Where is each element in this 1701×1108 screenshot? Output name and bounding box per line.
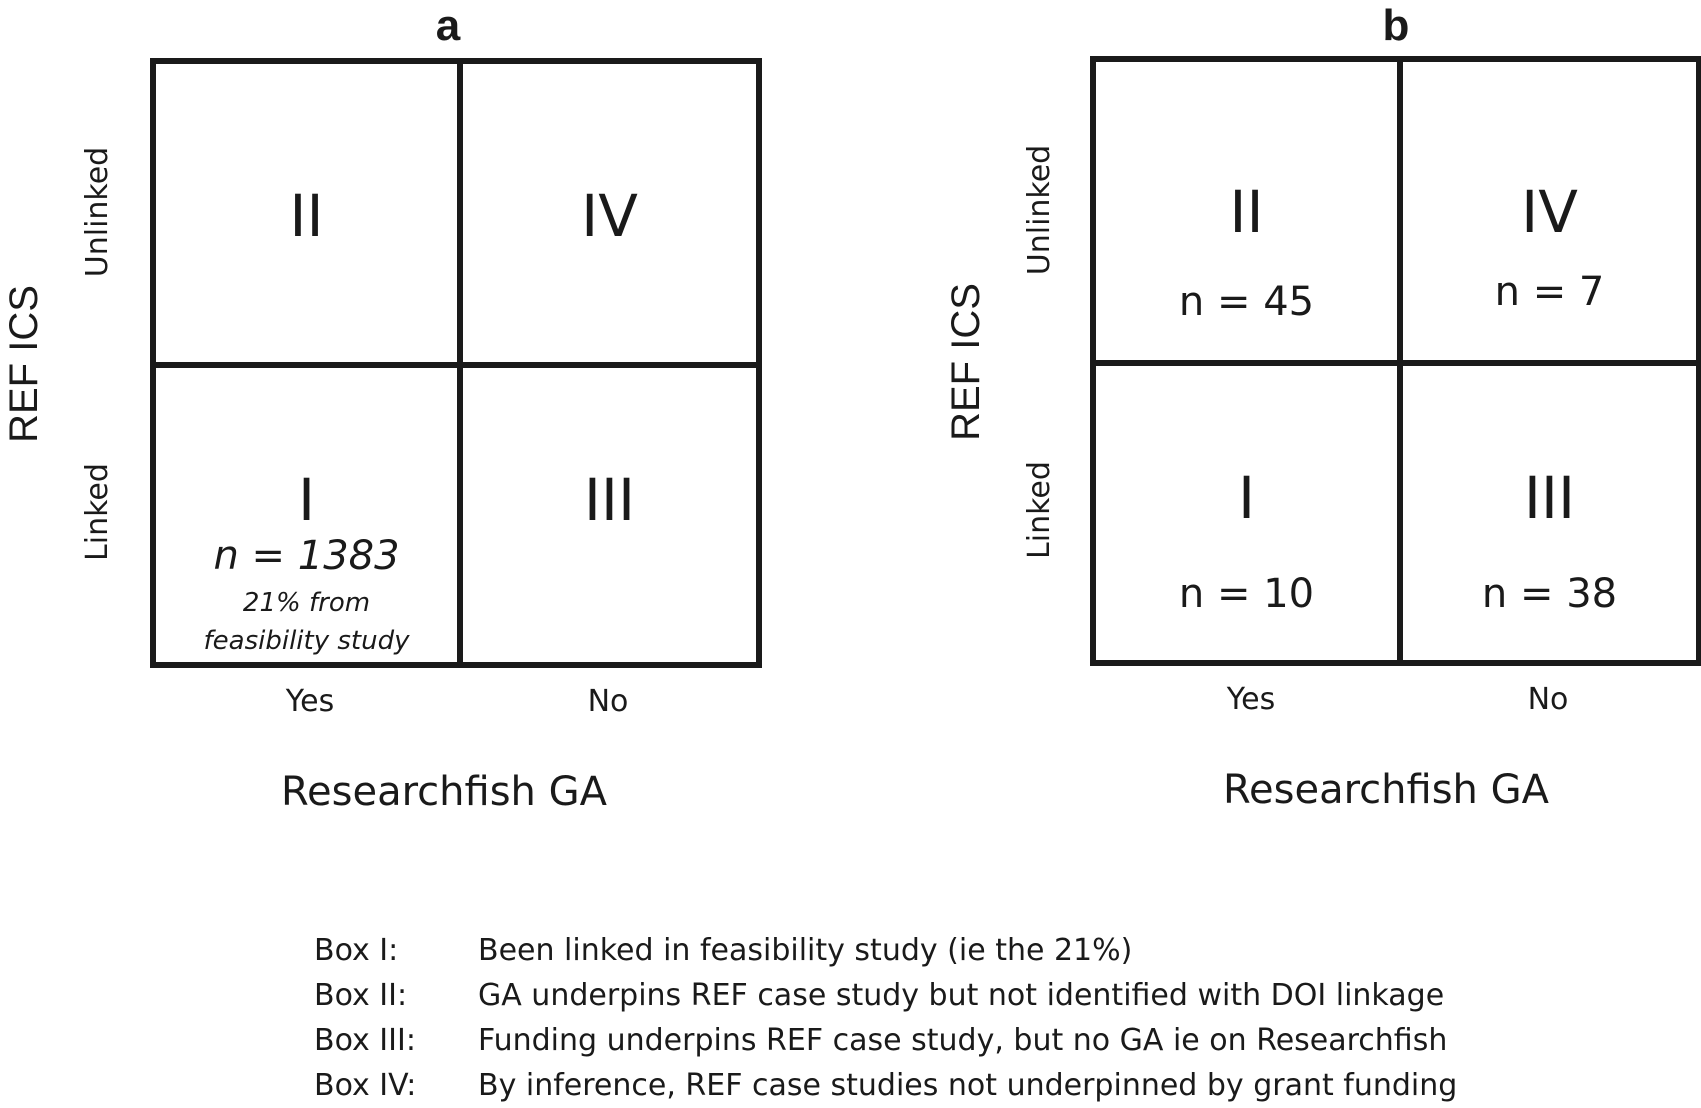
box-iii-label: III xyxy=(583,466,636,534)
panel-b: b REF ICS Unlinked Linked II n = 45 IV n… xyxy=(940,0,1701,860)
legend-row: Box II: GA underpins REF case study but … xyxy=(314,973,1457,1018)
legend-text: By inference, REF case studies not under… xyxy=(478,1068,1458,1103)
legend-key: Box II: xyxy=(314,978,408,1013)
box-ii-count: n = 45 xyxy=(1178,279,1315,325)
x-tick-no: No xyxy=(587,684,629,719)
box-ii-label: II xyxy=(1229,178,1264,246)
box-i-label: I xyxy=(1237,464,1256,532)
box-iii-count: n = 38 xyxy=(1481,571,1618,617)
box-iv-label: IV xyxy=(1521,178,1578,246)
panel-letter: b xyxy=(1382,1,1410,50)
box-i: I n = 10 xyxy=(1096,366,1397,660)
box-i-count: n = 1383 xyxy=(213,533,400,579)
legend-text: Funding underpins REF case study, but no… xyxy=(478,1023,1448,1058)
legend-text: GA underpins REF case study but not iden… xyxy=(478,978,1445,1013)
y-tick-unlinked: Unlinked xyxy=(1022,144,1057,276)
grid-divider-horizontal xyxy=(1096,360,1696,366)
y-tick-linked: Linked xyxy=(1022,461,1057,559)
y-tick-linked: Linked xyxy=(80,463,115,561)
y-axis-title: REF ICS xyxy=(2,285,46,443)
quadrant-grid: II IV I n = 1383 21% from feasibility st… xyxy=(150,58,762,668)
box-iv-count: n = 7 xyxy=(1494,269,1605,315)
legend-key: Box IV: xyxy=(314,1068,417,1103)
box-ii: II n = 45 xyxy=(1096,62,1397,360)
box-i-count: n = 10 xyxy=(1178,571,1315,617)
legend-key: Box III: xyxy=(314,1023,416,1058)
x-tick-yes: Yes xyxy=(285,684,335,719)
x-tick-no: No xyxy=(1527,682,1569,717)
y-tick-unlinked: Unlinked xyxy=(80,146,115,278)
box-i-note-line2: feasibility study xyxy=(203,626,410,656)
box-iii: III xyxy=(463,368,756,662)
box-i: I n = 1383 21% from feasibility study xyxy=(156,368,457,662)
panel-letter: a xyxy=(435,1,461,50)
y-axis-title: REF ICS xyxy=(944,283,988,441)
quadrant-grid: II n = 45 IV n = 7 I n = 10 III n = 38 xyxy=(1090,56,1701,666)
legend: Box I: Been linked in feasibility study … xyxy=(314,928,1457,1108)
legend-row: Box IV: By inference, REF case studies n… xyxy=(314,1063,1457,1108)
legend-key: Box I: xyxy=(314,933,399,968)
x-axis-title: Researchfish GA xyxy=(281,769,607,815)
box-i-note-line1: 21% from xyxy=(242,588,371,618)
box-ii-label: II xyxy=(289,182,324,250)
box-ii: II xyxy=(156,64,457,362)
grid-divider-horizontal xyxy=(156,362,756,368)
box-iv: IV xyxy=(463,64,756,362)
box-iv: IV n = 7 xyxy=(1403,62,1696,360)
legend-row: Box III: Funding underpins REF case stud… xyxy=(314,1018,1457,1063)
x-axis-title: Researchfish GA xyxy=(1223,767,1549,813)
legend-row: Box I: Been linked in feasibility study … xyxy=(314,928,1457,973)
box-iv-label: IV xyxy=(581,182,638,250)
panel-a: a REF ICS Unlinked Linked II IV I n = 13… xyxy=(0,0,850,860)
box-iii-label: III xyxy=(1523,464,1576,532)
legend-text: Been linked in feasibility study (ie the… xyxy=(478,933,1133,968)
box-i-label: I xyxy=(297,466,316,534)
x-tick-yes: Yes xyxy=(1226,682,1276,717)
box-iii: III n = 38 xyxy=(1403,366,1696,660)
